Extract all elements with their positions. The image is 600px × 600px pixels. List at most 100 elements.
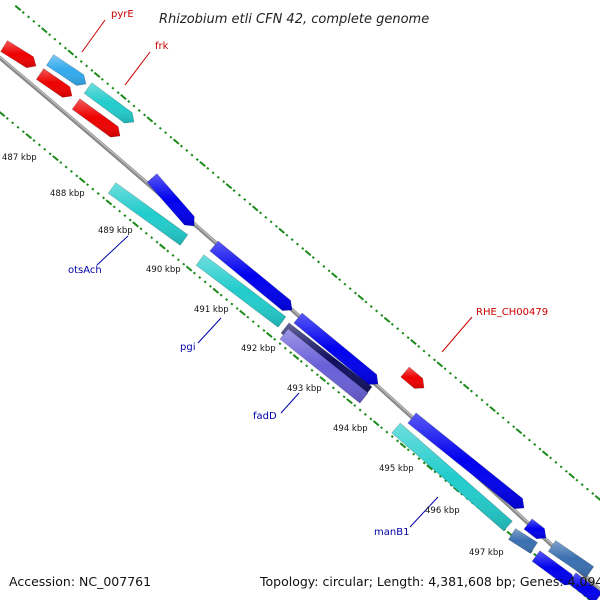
tick-major <box>515 428 523 435</box>
tick-minor <box>290 238 294 242</box>
tick-minor <box>16 125 20 129</box>
genome-summary-text: Topology: circular; Length: 4,381,608 bp… <box>259 574 600 589</box>
kbp-label: 492 kbp <box>241 344 276 354</box>
tick-minor <box>331 386 335 390</box>
gene-label-rhe-ch00479[interactable]: RHE_CH00479 <box>476 307 548 318</box>
tick-minor <box>353 404 357 408</box>
tick-minor <box>390 322 394 326</box>
tick-major <box>568 472 575 479</box>
tick-minor <box>364 300 368 304</box>
tick-minor <box>137 108 141 112</box>
tick-minor <box>139 227 143 231</box>
kbp-label: 491 kbp <box>194 305 229 315</box>
tick-minor <box>128 218 132 222</box>
tick-minor <box>179 144 183 148</box>
tick-minor <box>538 447 542 451</box>
tick-minor <box>385 430 389 434</box>
tick-minor <box>501 416 505 420</box>
tick-major <box>41 27 48 34</box>
tick-minor <box>469 389 473 393</box>
tick-minor <box>230 302 234 306</box>
tick-minor <box>206 166 210 170</box>
tick-minor <box>79 59 83 63</box>
gene-label-otsAch[interactable]: otsAch <box>68 265 102 276</box>
tick-minor <box>559 465 563 469</box>
tick-minor <box>348 287 352 291</box>
kbp-label: 497 kbp <box>469 548 504 558</box>
tick-minor <box>264 215 268 219</box>
leader-fadD <box>280 392 300 414</box>
tick-minor <box>274 224 278 228</box>
tick-major <box>489 405 496 412</box>
tick-minor <box>32 19 36 23</box>
tick-major <box>132 221 139 228</box>
tick-minor <box>396 327 400 331</box>
tick-minor <box>554 460 558 464</box>
tick-minor <box>219 293 223 297</box>
leader-otsAch <box>96 235 129 266</box>
tick-minor <box>203 280 207 284</box>
tick-minor <box>480 398 484 402</box>
kbp-label: 495 kbp <box>379 464 414 474</box>
tick-major <box>410 339 417 346</box>
tick-minor <box>74 55 78 59</box>
tick-minor <box>337 390 341 394</box>
tick-minor <box>305 364 309 368</box>
tick-major <box>93 71 101 78</box>
tick-minor <box>533 443 537 447</box>
tick-minor <box>438 474 442 478</box>
tick-minor <box>246 315 250 319</box>
tick-minor <box>116 91 120 95</box>
tick-minor <box>380 313 384 317</box>
gene-label-manB1[interactable]: manB1 <box>374 527 409 538</box>
tick-major <box>265 331 273 338</box>
gene-label-frk[interactable]: frk <box>155 41 169 52</box>
tick-minor <box>257 324 261 328</box>
tick-minor <box>443 367 447 371</box>
tick-minor <box>176 258 180 262</box>
tick-minor <box>185 149 189 153</box>
tick-major <box>212 287 220 294</box>
tick-major <box>541 450 549 457</box>
tick-minor <box>112 205 116 209</box>
gene-label-pgi[interactable]: pgi <box>180 342 195 353</box>
tick-minor <box>527 438 531 442</box>
tick-minor <box>11 121 15 125</box>
tick-major <box>594 494 600 502</box>
tick-minor <box>53 37 57 41</box>
tick-minor <box>427 353 431 357</box>
tick-minor <box>380 426 384 430</box>
tick-minor <box>237 193 241 197</box>
tick-minor <box>448 371 452 375</box>
tick-minor <box>401 331 405 335</box>
tick-minor <box>317 260 321 264</box>
tick-minor <box>301 247 305 251</box>
tick-minor <box>164 131 168 135</box>
tick-minor <box>322 264 326 268</box>
tick-minor <box>454 376 458 380</box>
gene-label-pyrE[interactable]: pyrE <box>111 9 134 20</box>
tick-major <box>426 464 433 471</box>
tick-track-upper <box>14 4 600 502</box>
tick-minor <box>406 448 410 452</box>
kbp-label: 490 kbp <box>146 265 181 275</box>
tick-minor <box>412 452 416 456</box>
tick-major <box>304 249 312 257</box>
tick-minor <box>211 171 215 175</box>
gene-feature-blue-7-shine <box>532 550 574 586</box>
tick-major <box>372 420 380 427</box>
tick-minor <box>222 180 226 184</box>
gene-feature-blue-1-shine <box>147 173 195 226</box>
gene-label-fadD[interactable]: fadD <box>253 411 277 422</box>
tick-minor <box>86 183 90 187</box>
tick-major <box>319 376 327 383</box>
tick-major <box>172 138 180 145</box>
tick-minor <box>283 346 287 350</box>
tick-minor <box>75 174 79 178</box>
gene-feature-frk-shine <box>84 82 134 124</box>
gene-feature-red-2-shine <box>36 68 72 98</box>
tick-minor <box>118 209 122 213</box>
tick-minor <box>91 187 95 191</box>
gene-feature-blue-2-shine <box>209 241 292 311</box>
